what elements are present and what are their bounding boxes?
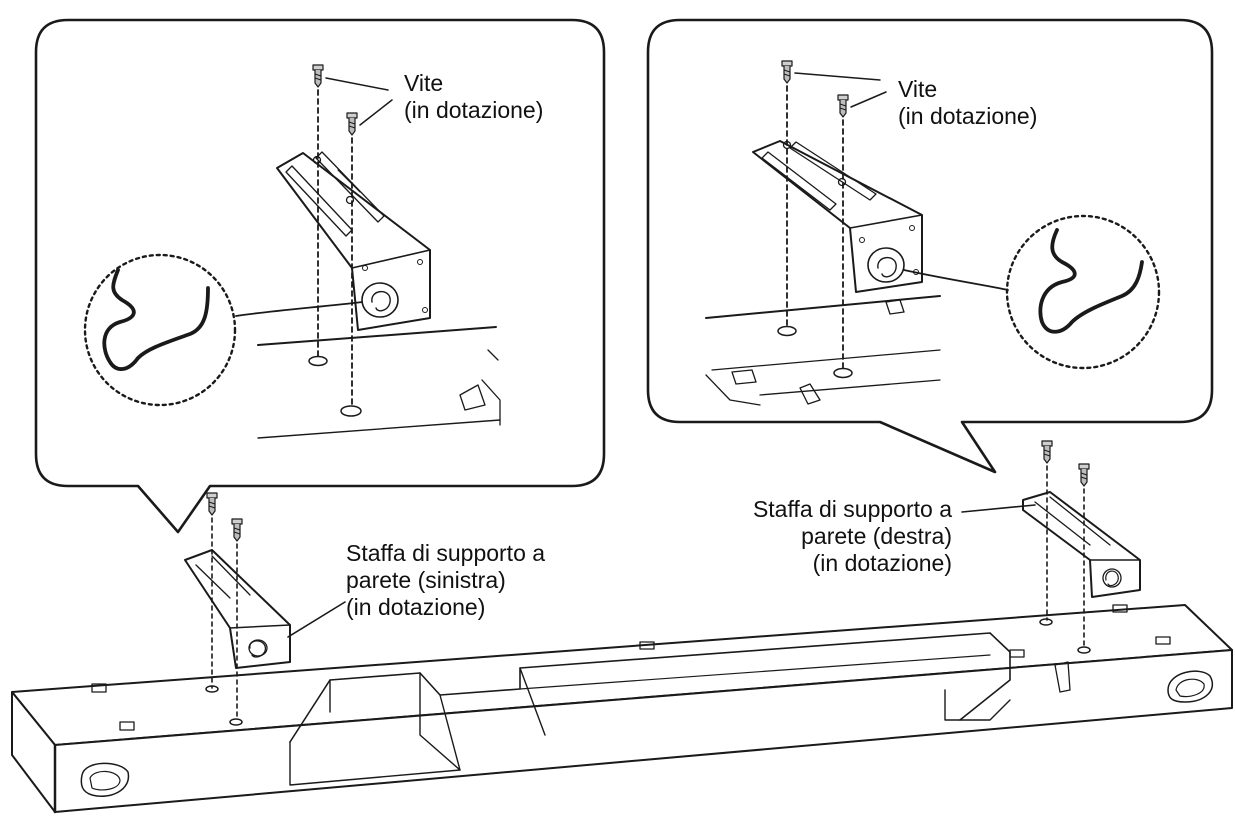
- bracket-right-label-line2: parete (destra): [801, 523, 952, 549]
- callout-right: [646, 18, 1214, 474]
- screw-label-right: Vite (in dotazione): [898, 76, 1037, 130]
- screw-label-right-line1: Vite: [898, 76, 938, 102]
- screw-icon: [1078, 463, 1090, 487]
- bracket-left-label-line1: Staffa di supporto a: [346, 540, 546, 566]
- bracket-right-label: Staffa di supporto a parete (destra) (in…: [690, 496, 952, 577]
- screws-left-small: [206, 492, 243, 721]
- callout-left: [34, 18, 606, 534]
- soundbar: [11, 604, 1233, 814]
- bracket-left-label-line3: (in dotazione): [346, 594, 486, 620]
- bracket-right-label-line3: (in dotazione): [812, 550, 952, 576]
- screw-icon: [231, 518, 243, 542]
- leader-bracket-right: [961, 504, 1036, 513]
- bracket-right-small: [1022, 491, 1141, 598]
- screw-label-left-line2: (in dotazione): [404, 97, 544, 123]
- screw-icon: [1041, 440, 1053, 464]
- screws-right-small: [1041, 440, 1090, 649]
- bracket-right-label-line1: Staffa di supporto a: [752, 496, 952, 522]
- bracket-left-label-line2: parete (sinistra): [346, 567, 506, 593]
- screw-label-left-line1: Vite: [404, 70, 444, 96]
- screw-label-right-line2: (in dotazione): [898, 103, 1038, 129]
- screw-label-left: Vite (in dotazione): [404, 70, 543, 124]
- screw-icon: [206, 492, 218, 516]
- bracket-left-label: Staffa di supporto a parete (sinistra) (…: [346, 540, 545, 621]
- leader-bracket-left: [287, 601, 346, 638]
